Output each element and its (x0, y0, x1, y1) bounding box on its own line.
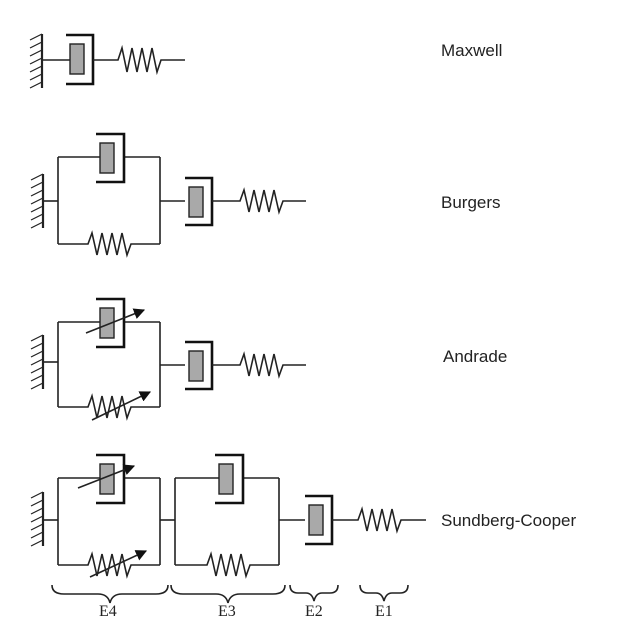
variable-dashpot (77, 453, 136, 505)
brace-e3 (170, 584, 286, 604)
variable-spring (58, 391, 160, 421)
model-label-maxwell: Maxwell (441, 41, 502, 60)
dashpot (96, 132, 126, 184)
spring (234, 351, 306, 379)
dashpot (185, 340, 234, 391)
dashpot (305, 494, 352, 546)
spring (58, 230, 160, 258)
element-braces (51, 584, 409, 604)
kelvin-voigt-unit (57, 132, 161, 258)
spring (112, 44, 185, 76)
brace-e2 (289, 584, 339, 602)
dashpot (215, 453, 245, 505)
wall (30, 173, 45, 229)
element-label-e1: E1 (375, 603, 393, 620)
dashpot (66, 33, 112, 86)
wall (30, 491, 45, 547)
andrade-unit (57, 453, 161, 579)
model-label-sundberg-cooper: Sundberg-Cooper (441, 511, 576, 530)
brace-e1 (359, 584, 409, 602)
variability-arrow (77, 464, 136, 489)
variability-arrow (85, 308, 146, 334)
variability-arrow (91, 391, 152, 421)
spring (234, 187, 306, 215)
element-label-e3: E3 (218, 603, 236, 620)
element-label-e4: E4 (99, 603, 117, 620)
kelvin-voigt-unit (174, 453, 280, 579)
wall (29, 33, 44, 89)
brace-e4 (51, 584, 169, 604)
variable-spring (58, 550, 160, 579)
burgers-model (30, 132, 306, 258)
sundberg-cooper-model (30, 453, 426, 579)
spring (175, 551, 279, 579)
wall (30, 334, 45, 390)
spring (352, 506, 426, 534)
model-label-burgers: Burgers (441, 193, 501, 212)
andrade-model (30, 297, 306, 421)
variable-dashpot (85, 297, 146, 349)
andrade-unit (57, 297, 161, 421)
model-label-andrade: Andrade (443, 347, 507, 366)
dashpot (185, 176, 234, 227)
variability-arrow (89, 550, 148, 578)
element-label-e2: E2 (305, 603, 323, 620)
maxwell-model (29, 33, 185, 89)
